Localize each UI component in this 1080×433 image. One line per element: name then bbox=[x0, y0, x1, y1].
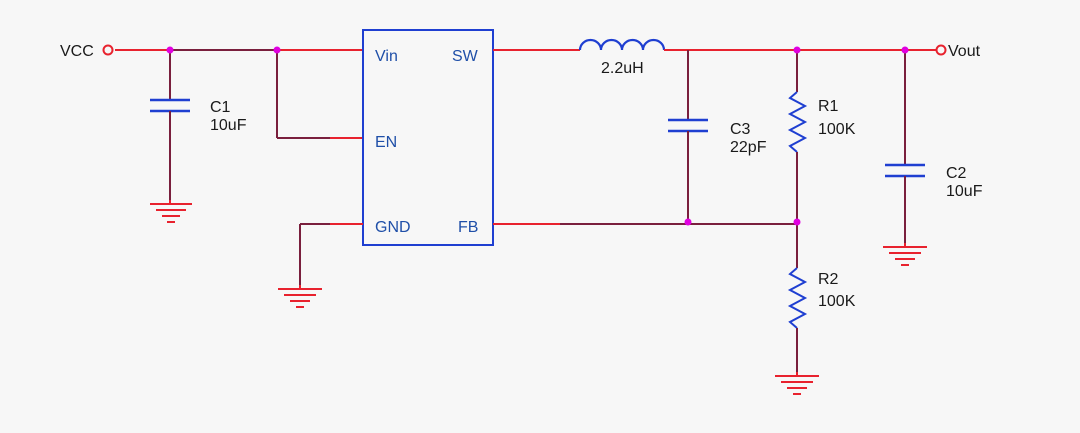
junction-dot bbox=[166, 46, 174, 54]
r2-ref: R2 bbox=[818, 271, 839, 288]
resistor-symbol-icon bbox=[787, 91, 808, 153]
vout-terminal-icon bbox=[935, 44, 947, 56]
resistor-symbol-icon bbox=[787, 267, 808, 329]
c1-capacitor: C1 10uF bbox=[150, 50, 247, 223]
ic-body bbox=[362, 29, 494, 246]
junction-dot bbox=[793, 46, 801, 54]
vout-port: Vout bbox=[935, 43, 981, 60]
c3-ref: C3 bbox=[730, 121, 751, 138]
c2-capacitor: C2 10uF bbox=[883, 50, 983, 266]
pin-gnd-label: GND bbox=[375, 219, 411, 236]
pin-vin-label: Vin bbox=[375, 48, 398, 65]
vcc-rail bbox=[115, 49, 363, 139]
pin-fb-label: FB bbox=[458, 219, 478, 236]
vcc-label: VCC bbox=[60, 43, 94, 60]
inductor-symbol-icon bbox=[578, 38, 666, 51]
r1-resistor: R1 100K bbox=[787, 50, 856, 222]
l1-inductor: 2.2uH bbox=[578, 38, 666, 77]
r1-ref: R1 bbox=[818, 98, 839, 115]
pin-sw-label: SW bbox=[452, 48, 479, 65]
c1-value: 10uF bbox=[210, 117, 247, 134]
junction-dot bbox=[273, 46, 281, 54]
vcc-terminal-icon bbox=[102, 44, 114, 56]
ground-icon bbox=[775, 372, 819, 395]
c3-capacitor: C3 22pF bbox=[668, 50, 767, 222]
l1-value: 2.2uH bbox=[601, 60, 644, 77]
vcc-port: VCC bbox=[60, 43, 114, 60]
ground-icon bbox=[883, 243, 927, 266]
vout-label: Vout bbox=[948, 43, 981, 60]
r2-resistor: R2 100K bbox=[775, 224, 856, 395]
c2-ref: C2 bbox=[946, 165, 967, 182]
c2-value: 10uF bbox=[946, 183, 983, 200]
capacitor-symbol-icon bbox=[150, 98, 190, 113]
ic-ground-net bbox=[278, 223, 363, 308]
c1-ref: C1 bbox=[210, 99, 231, 116]
capacitor-symbol-icon bbox=[885, 163, 925, 178]
r1-value: 100K bbox=[818, 121, 856, 138]
junction-dot bbox=[793, 218, 801, 226]
junction-dots bbox=[166, 46, 909, 226]
capacitor-symbol-icon bbox=[668, 118, 708, 133]
regulator-ic: Vin SW EN GND FB bbox=[362, 29, 494, 246]
ground-icon bbox=[150, 200, 192, 223]
junction-dot bbox=[684, 218, 692, 226]
r2-value: 100K bbox=[818, 293, 856, 310]
junction-dot bbox=[901, 46, 909, 54]
ground-icon bbox=[278, 285, 322, 308]
c3-value: 22pF bbox=[730, 139, 767, 156]
pin-en-label: EN bbox=[375, 134, 397, 151]
